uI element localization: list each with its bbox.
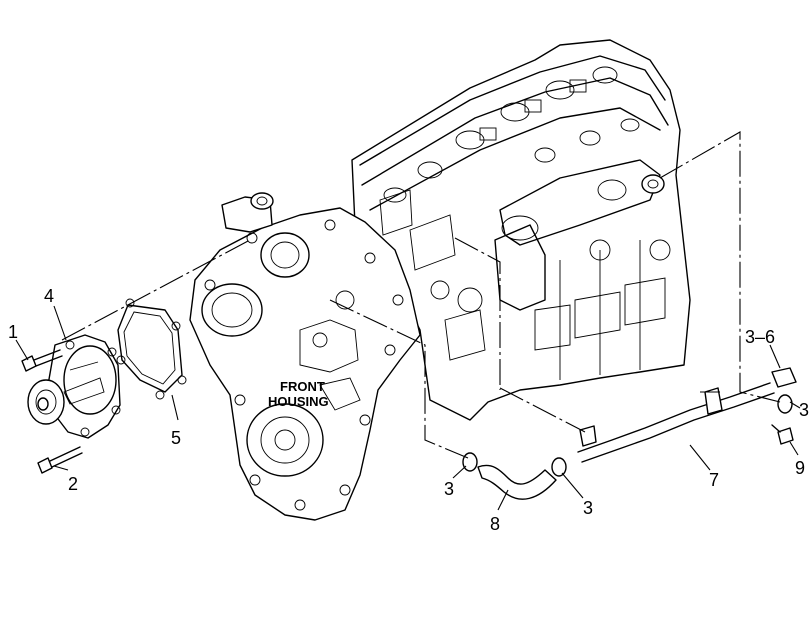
hose-clamps xyxy=(462,367,797,477)
front-housing xyxy=(189,192,421,521)
gasket xyxy=(116,298,187,400)
housing-label-line2: HOUSING xyxy=(268,394,329,409)
callout-4: 4 xyxy=(44,286,54,306)
callout-9: 9 xyxy=(795,458,805,478)
callout-3-right: 3 xyxy=(799,400,809,420)
callout-1: 1 xyxy=(8,322,18,342)
outlet-fitting xyxy=(641,174,665,194)
callout-labels: 1 4 2 5 3 8 3 7 3–6 3 9 xyxy=(8,286,809,534)
housing-label-line1: FRONT xyxy=(280,379,325,394)
callout-3-mid: 3 xyxy=(583,498,593,518)
assembly-lines xyxy=(61,131,781,459)
water-pump xyxy=(27,334,121,439)
bolt-1 xyxy=(21,349,63,372)
engine-block xyxy=(351,39,691,421)
hose xyxy=(477,464,557,500)
bolt-2 xyxy=(37,446,83,474)
housing-label: FRONT HOUSING xyxy=(268,379,329,409)
callout-3-left: 3 xyxy=(444,479,454,499)
callout-8: 8 xyxy=(490,514,500,534)
pipe xyxy=(577,382,775,463)
callout-5: 5 xyxy=(171,428,181,448)
bolt-9 xyxy=(771,424,794,445)
callout-7: 7 xyxy=(709,470,719,490)
leader-lines xyxy=(15,305,801,511)
callout-2: 2 xyxy=(68,474,78,494)
callout-3-6: 3–6 xyxy=(745,327,775,347)
